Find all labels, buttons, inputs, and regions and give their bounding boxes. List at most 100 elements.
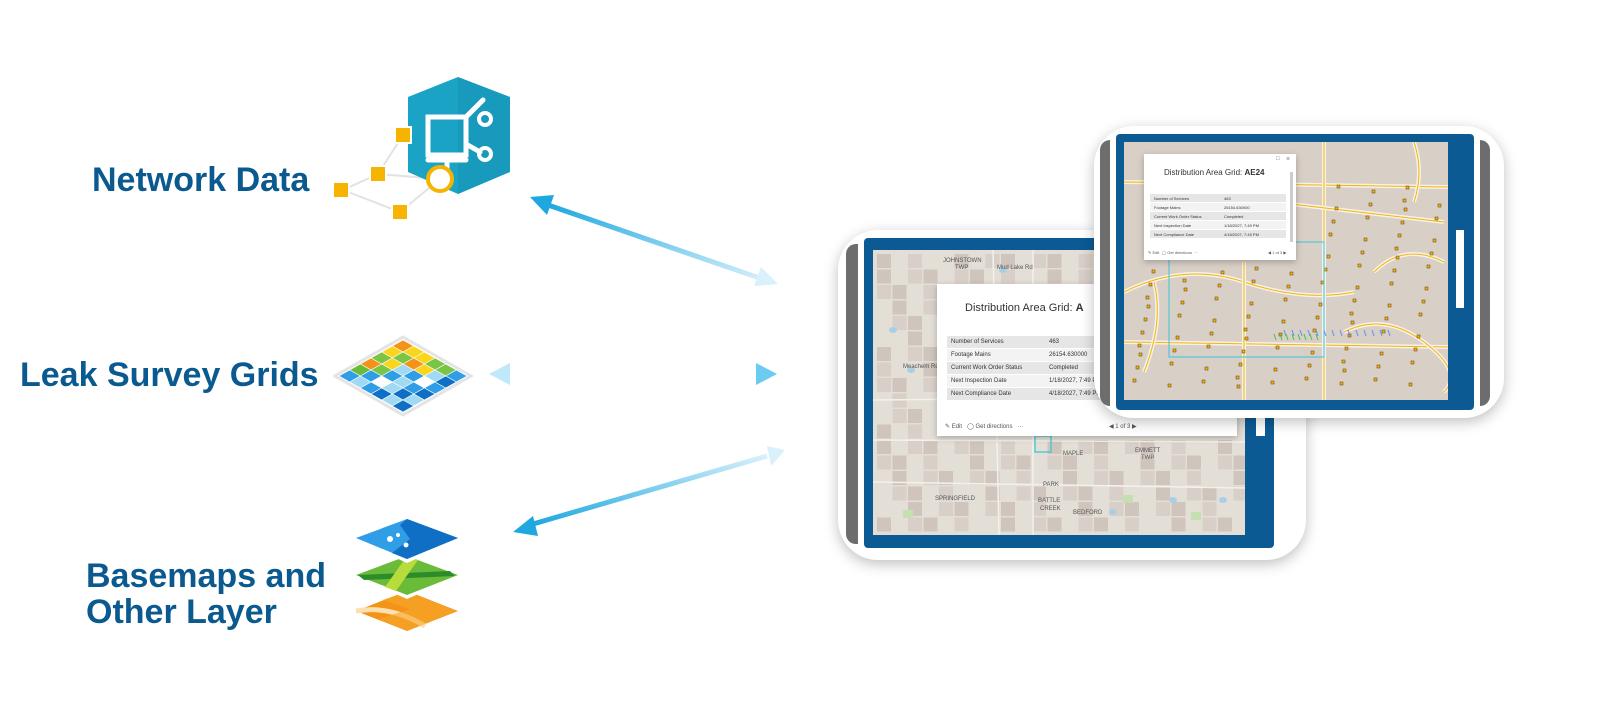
parcel-square <box>1125 517 1139 532</box>
service-point <box>1146 304 1151 309</box>
large-popup-title-prefix: Distribution Area Grid: <box>965 302 1076 314</box>
parcel-square <box>954 440 969 454</box>
road-line <box>873 439 1245 443</box>
service-point <box>1201 379 1206 384</box>
service-point <box>1434 216 1439 221</box>
large-tablet-side-button <box>1256 410 1265 436</box>
parcel-square <box>892 316 907 330</box>
parcel-square <box>970 455 984 470</box>
parcel-square <box>923 471 938 485</box>
get-directions-button[interactable]: ◯ Get directions <box>967 424 1013 430</box>
service-point <box>1336 184 1341 189</box>
parcel-square <box>923 269 938 284</box>
parcel-square <box>877 378 891 392</box>
service-line-green <box>1297 333 1301 341</box>
small-tablet-device: Distribution Area Grid: AE24 × □ Number … <box>1094 126 1504 418</box>
parcel-square <box>985 471 1000 485</box>
small-popup-title-prefix: Distribution Area Grid: <box>1164 168 1245 177</box>
arrow-basemap-connector <box>505 440 790 540</box>
parcel-square <box>1156 502 1170 516</box>
parcel-square <box>923 517 938 532</box>
parcel-square <box>908 409 922 423</box>
parcel-square <box>1218 440 1232 454</box>
more-button[interactable]: ··· <box>1017 424 1024 430</box>
service-point <box>1328 232 1333 237</box>
edit-label: Edit <box>951 424 963 430</box>
parcel-square <box>985 502 1000 516</box>
edit-button[interactable]: ✎ Edit <box>945 424 963 430</box>
map-label: TWP <box>1141 455 1155 461</box>
leak-survey-grids-label: Leak Survey Grids <box>20 356 319 394</box>
service-point <box>1251 279 1256 284</box>
map-label: CREEK <box>1040 506 1061 512</box>
parcel-square <box>1125 502 1139 516</box>
parcel-square <box>1032 486 1046 501</box>
field-name: Current Work Order Status <box>947 361 1045 375</box>
parcel-square <box>892 455 907 470</box>
edit-button[interactable]: ✎ Edit <box>1148 250 1160 255</box>
service-line-green <box>1315 333 1319 341</box>
service-point <box>1429 251 1434 256</box>
previous-icon[interactable]: ◀ <box>1109 424 1114 430</box>
parcel-square <box>1202 486 1217 501</box>
parcel-square <box>1016 486 1031 501</box>
parcel-square <box>1047 455 1062 470</box>
field-name: Number of Services <box>947 336 1045 349</box>
service-line-blue <box>1371 329 1375 337</box>
get-directions-button[interactable]: ◯ Get directions <box>1161 250 1192 255</box>
service-point <box>1381 329 1386 334</box>
field-name: Next Inspection Date <box>1150 220 1220 230</box>
service-point <box>1416 334 1421 339</box>
service-point <box>1132 378 1137 383</box>
service-point <box>1151 269 1156 274</box>
parcel-square <box>954 269 969 284</box>
more-button[interactable]: ··· <box>1194 250 1199 255</box>
service-point <box>1392 268 1397 273</box>
network-data-label: Network Data <box>92 161 310 199</box>
field-value: Completed <box>1220 211 1286 221</box>
field-value: 463 <box>1220 194 1286 203</box>
service-point <box>1140 330 1145 335</box>
water-body <box>1109 509 1117 515</box>
service-point <box>1143 317 1148 322</box>
parcel-square <box>939 486 953 501</box>
previous-icon[interactable]: ◀ <box>1268 250 1272 255</box>
close-icon[interactable]: × <box>1286 156 1291 163</box>
small-tablet-map[interactable]: Distribution Area Grid: AE24 × □ Number … <box>1124 142 1448 400</box>
parcel-square <box>954 254 969 268</box>
parcel-square <box>923 440 938 454</box>
parcel-square <box>1171 455 1186 470</box>
service-point <box>1180 300 1185 305</box>
map-label: Meachem Rd <box>903 364 939 370</box>
service-point <box>1368 202 1373 207</box>
small-popup: Distribution Area Grid: AE24 × □ Number … <box>1144 154 1296 260</box>
service-line-blue <box>1379 329 1383 337</box>
service-point <box>1318 302 1323 307</box>
service-point <box>1403 207 1408 212</box>
parcel-square <box>1078 517 1093 532</box>
service-point <box>1289 271 1294 276</box>
service-point <box>1167 383 1172 388</box>
basemaps-label-line1: Basemaps and <box>86 557 326 595</box>
gas-main-line <box>1343 323 1448 393</box>
next-icon[interactable]: ▶ <box>1131 424 1137 430</box>
dock-icon[interactable]: □ <box>1276 156 1280 162</box>
water-body <box>907 367 915 373</box>
service-point <box>1352 298 1357 303</box>
parcel-square <box>908 440 922 454</box>
pager-text: 1 of 3 <box>1115 424 1131 430</box>
popup-scrollbar[interactable] <box>1290 172 1293 242</box>
water-body <box>1169 497 1177 503</box>
service-point <box>1286 284 1291 289</box>
large-popup-title: Distribution Area Grid: A <box>965 302 1084 314</box>
large-tablet-bezel-left <box>846 244 858 544</box>
service-line-blue <box>1387 329 1391 337</box>
service-point <box>1236 384 1241 389</box>
small-popup-title-value: AE24 <box>1244 168 1265 177</box>
small-popup-pager: ◀ 1 of 3 ▶ <box>1268 250 1286 255</box>
parcel-square <box>1202 502 1217 516</box>
service-line-blue <box>1331 329 1335 337</box>
next-icon[interactable]: ▶ <box>1283 250 1287 255</box>
